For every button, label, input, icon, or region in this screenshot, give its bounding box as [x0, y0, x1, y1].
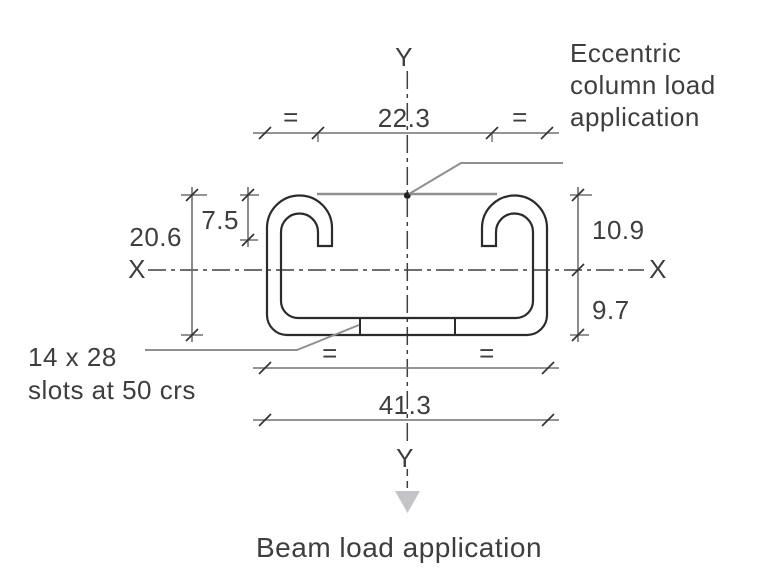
dim-overall-width: 41.3 [253, 390, 559, 427]
equal-mark-bottom-left: = [322, 338, 338, 368]
slots-note-line1: 14 x 28 [28, 342, 117, 372]
dim-lip-depth: 7.5 [201, 187, 259, 247]
x-axis-label-left: X [128, 254, 146, 284]
dim-lip-opening-value: 22.3 [378, 103, 431, 133]
dim-bottom-equal: = = [253, 338, 559, 375]
y-axis-label-top: Y [395, 42, 413, 72]
dim-overall-width-value: 41.3 [379, 390, 432, 420]
beam-load-arrow-icon [395, 491, 420, 513]
x-axis-label-right: X [649, 254, 667, 284]
dim-below-axis-value: 9.7 [592, 295, 630, 325]
eccentric-leader-line [408, 162, 563, 195]
slots-note-line2: slots at 50 crs [28, 375, 196, 405]
eccentric-note-line2: column load [570, 70, 716, 100]
equal-mark-top-right: = [512, 102, 528, 132]
channel-profile-outline [265, 194, 549, 337]
slots-leader-line [145, 324, 360, 351]
dim-right-heights: 10.9 9.7 [570, 187, 645, 342]
slots-note: 14 x 28 slots at 50 crs [28, 342, 196, 405]
y-axis-label-bottom: Y [396, 443, 414, 473]
equal-mark-bottom-right: = [479, 338, 495, 368]
dim-above-axis-value: 10.9 [592, 215, 645, 245]
eccentric-note-line3: application [570, 102, 700, 132]
dim-overall-height-value: 20.6 [129, 222, 182, 252]
dim-top-opening: = 22.3 = [253, 102, 559, 142]
beam-load-note: Beam load application [256, 532, 542, 563]
dim-overall-height: 20.6 [129, 187, 207, 342]
eccentric-note-line1: Eccentric [570, 38, 681, 68]
equal-mark-top-left: = [283, 102, 299, 132]
dim-lip-depth-value: 7.5 [201, 205, 239, 235]
eccentric-load-note: Eccentric column load application [570, 38, 716, 132]
